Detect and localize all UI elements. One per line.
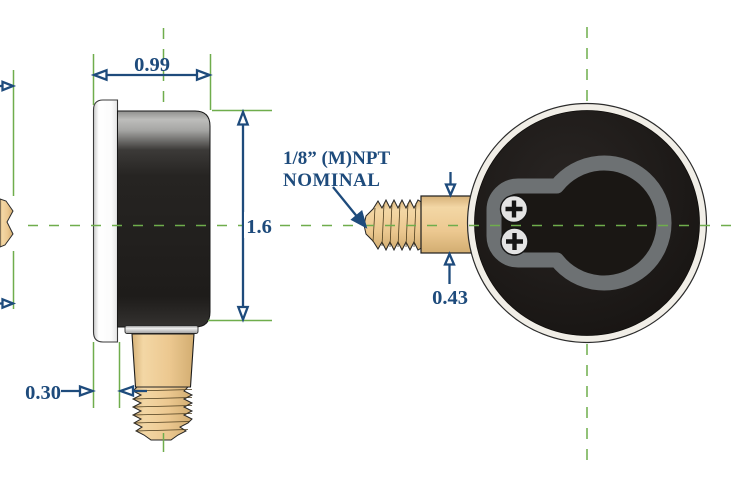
dim-arrowhead-fitting-top [444, 183, 457, 198]
dim-arrowhead-left [90, 68, 108, 82]
npt-thread-side [131, 386, 194, 441]
dim-arrowhead-fitting-bottom [443, 251, 456, 266]
dial-diameter-dimension-label: 1.6 [246, 216, 272, 238]
dim-arrowhead-right [195, 68, 213, 82]
case-depth-dimension-label: 0.99 [134, 54, 170, 76]
thread-spec-note-line2: NOMINAL [283, 170, 380, 191]
fitting-shank-side [131, 333, 195, 388]
clamp-screw-bottom [500, 227, 529, 256]
side-view [0, 99, 211, 441]
bezel-flange [92, 99, 119, 343]
dial-diameter-label-backing [244, 212, 275, 238]
mounting-clamp-bracket [486, 155, 672, 291]
cropped-thread-stub [0, 198, 14, 248]
back-view [363, 102, 708, 344]
case-back-lip [124, 325, 199, 334]
cropped-dim-arrowhead-upper [1, 80, 17, 92]
dimension-graphics [0, 68, 457, 398]
gauge-case-body [117, 110, 211, 328]
fitting-height-dimension-label: 0.43 [432, 287, 468, 309]
bezel-offset-dimension-label: 0.30 [25, 382, 61, 404]
dim-arrowhead-bezel-right [117, 384, 135, 398]
thread-spec-note-line1: 1/8” (M)NPT [283, 148, 390, 169]
thread-note-leader-arrowhead [350, 209, 368, 229]
thread-note-leader-line [332, 186, 360, 220]
centerlines-and-extension-lines [12, 27, 734, 461]
fitting-boss-back [420, 195, 472, 254]
dim-arrowhead-bezel-left [78, 384, 96, 398]
dim-arrowhead-up [236, 108, 250, 126]
dim-arrowhead-down [236, 305, 250, 323]
clamp-screw-top [499, 194, 529, 224]
thread-spec-note: 1/8” (M)NPT NOMINAL [283, 148, 390, 191]
cropped-dim-arrowhead-lower [1, 297, 17, 310]
